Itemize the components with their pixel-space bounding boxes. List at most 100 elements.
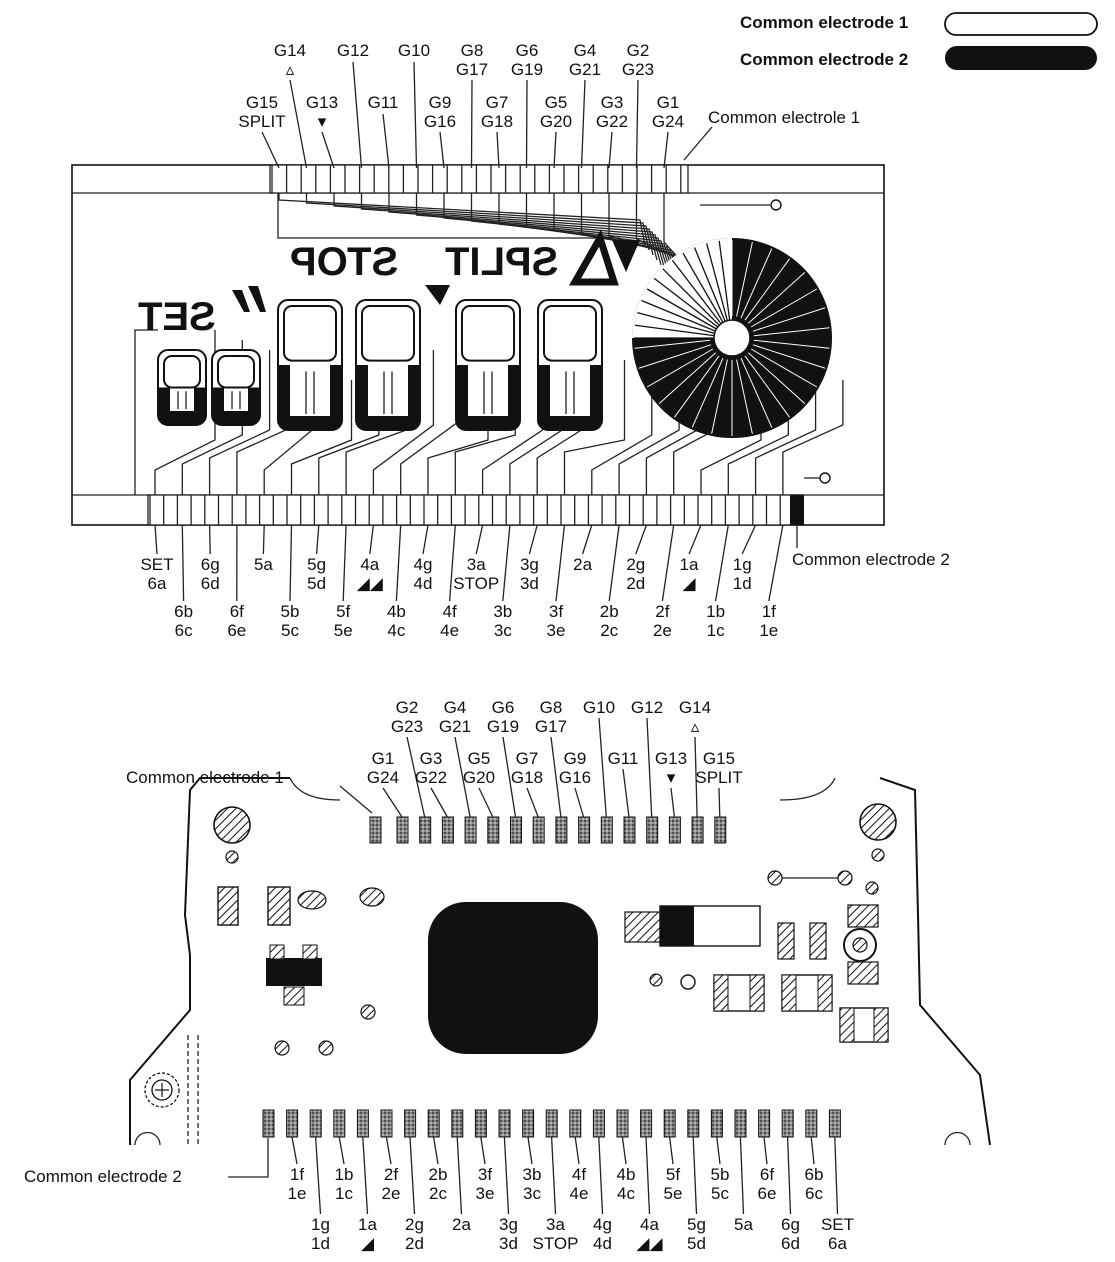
digit-lower-u [356, 365, 420, 430]
digit-upper [361, 305, 415, 362]
digit-upper [461, 305, 515, 362]
bottom-pin-sublabel: 4e [440, 621, 459, 640]
top-pin-label-g5: G5 [545, 93, 568, 112]
capacitor-2-pad-a [781, 974, 797, 1012]
pcb-bottom-pad [640, 1109, 653, 1138]
bottom-pin-leader [635, 524, 648, 555]
dial-ray-gap [753, 339, 830, 349]
component-transistor [266, 958, 322, 986]
bottom-trace [290, 380, 353, 495]
bottom-pin-label: 2a [573, 555, 592, 574]
top-pin-label-g11: G11 [368, 93, 399, 112]
crystal-band [660, 906, 694, 946]
top-common-electrode2-label: Common electrode 2 [792, 550, 950, 569]
pcb-bottom-pad [380, 1109, 393, 1138]
bottom-pin-label: 4a [360, 555, 379, 574]
top-pin-sublabel: G21 [569, 60, 601, 79]
bottom-pin-sublabel: 3e [547, 621, 566, 640]
pcb-top-leader [574, 787, 585, 818]
top-pin-sublabel: SPLIT [238, 112, 285, 131]
top-pin-leader [496, 131, 500, 169]
bottom-pin-label: 3f [549, 602, 563, 621]
top-terminal-ticks [271, 165, 682, 193]
pcb-ce2-leader [228, 1138, 269, 1178]
pcb-bottom-pin-sublabel: 2c [429, 1184, 447, 1203]
bottom-pin-sublabel: ◢ [682, 574, 696, 593]
component-cap-small [359, 887, 385, 907]
pcb-bottom-pin-label: 3f [478, 1165, 492, 1184]
pcb-bottom-pin-sublabel: 4c [617, 1184, 635, 1203]
top-ce1-leader [683, 126, 713, 161]
bottom-pin-label: 2g [626, 555, 645, 574]
pcb-ce1-leader [339, 785, 373, 814]
dial-ray-gap [752, 307, 826, 332]
pcb-top-leader [646, 717, 653, 818]
lcd-pointer-left-2 [248, 286, 266, 312]
pcb-bottom-pads [262, 1109, 841, 1138]
bottom-pin-sublabel: 3d [520, 574, 539, 593]
top-pin-sublabel: G23 [622, 60, 654, 79]
bottom-pin-label: 1g [733, 555, 752, 574]
via-3 [318, 1040, 334, 1056]
bottom-pin-leader [714, 524, 729, 602]
jumper-pad-1 [767, 870, 783, 886]
dial-ray-gap [646, 348, 714, 388]
top-pin-sublabel: ▵ [286, 60, 295, 79]
bottom-pin-leader [342, 524, 347, 602]
digit-lower-u [538, 365, 602, 430]
pcb-bottom-pin-label: 3b [523, 1165, 542, 1184]
pcb-bottom-pin-sublabel: 6d [781, 1234, 800, 1253]
pcb-bottom-leader [550, 1136, 557, 1215]
pcb-bottom-pin-label: 3g [499, 1215, 518, 1234]
pcb-bottom-leader [716, 1136, 721, 1165]
capacitor-2-pad-b [817, 974, 833, 1012]
pcb-bottom-pin-sublabel: 1c [335, 1184, 353, 1203]
pcb-top-leader [526, 787, 539, 818]
pcb-top-leader [382, 787, 403, 818]
bottom-pin-leader [262, 524, 265, 555]
lcd-pointer-left [232, 290, 250, 312]
pcb-bottom-pin-label: 4b [617, 1165, 636, 1184]
pcb-top-pin-sublabel: SPLIT [695, 768, 742, 787]
pcb-bottom-pad [309, 1109, 322, 1138]
pcb-top-leader [478, 787, 494, 818]
via-4 [865, 881, 879, 895]
pcb-top-pin-sublabel: G23 [391, 717, 423, 736]
top-pin-leader [608, 131, 613, 169]
top-trace [278, 193, 646, 246]
bottom-pin-sublabel: 5c [281, 621, 299, 640]
bottom-pin-leader [448, 524, 456, 602]
pcb-top-pin-label: G8 [540, 698, 563, 717]
top-terminal-block [269, 164, 689, 194]
top-pin-leader [635, 79, 639, 169]
bottom-trace [134, 329, 158, 495]
digit-3 [355, 299, 421, 431]
top-pin-label-g12: G12 [337, 41, 369, 60]
mounting-hole-right [859, 803, 897, 841]
bottom-pin-sublabel: 1d [733, 574, 752, 593]
bottom-pin-leader [315, 524, 320, 555]
pcb-bottom-pin-sublabel: 4d [593, 1234, 612, 1253]
pcb-bottom-pad [592, 1109, 605, 1138]
via-5 [649, 973, 663, 987]
pcb-bottom-leader [527, 1136, 533, 1165]
pcb-bottom-pin-label: 5g [687, 1215, 706, 1234]
digit-6 [157, 349, 207, 426]
pcb-bottom-pin-label: SET [821, 1215, 854, 1234]
pcb-outline-left [129, 777, 290, 1145]
bottom-pin-label: 1f [762, 602, 776, 621]
pcb-top-pad [419, 816, 432, 844]
pcb-common-electrode1-label: Common electrode 1 [126, 768, 284, 787]
pcb-top-labels: G1G24G2G23G3G22G4G21G5G20G6G19G7G18G8G17… [367, 698, 743, 818]
top-pin-leader [352, 61, 363, 169]
pcb-top-pad [600, 816, 613, 844]
pcb-bottom-pin-sublabel: 3d [499, 1234, 518, 1253]
top-pin-label-g9: G9 [429, 93, 452, 112]
bottom-pin-leader [768, 524, 784, 602]
pcb-bottom-leader [338, 1136, 345, 1165]
bottom-pin-sublabel: 3c [494, 621, 512, 640]
legend-swatch-2 [945, 46, 1097, 70]
pcb-bottom-pad [522, 1109, 535, 1138]
pcb-bottom-pin-label: 1f [290, 1165, 304, 1184]
pcb-bottom-pin-label: 4g [593, 1215, 612, 1234]
